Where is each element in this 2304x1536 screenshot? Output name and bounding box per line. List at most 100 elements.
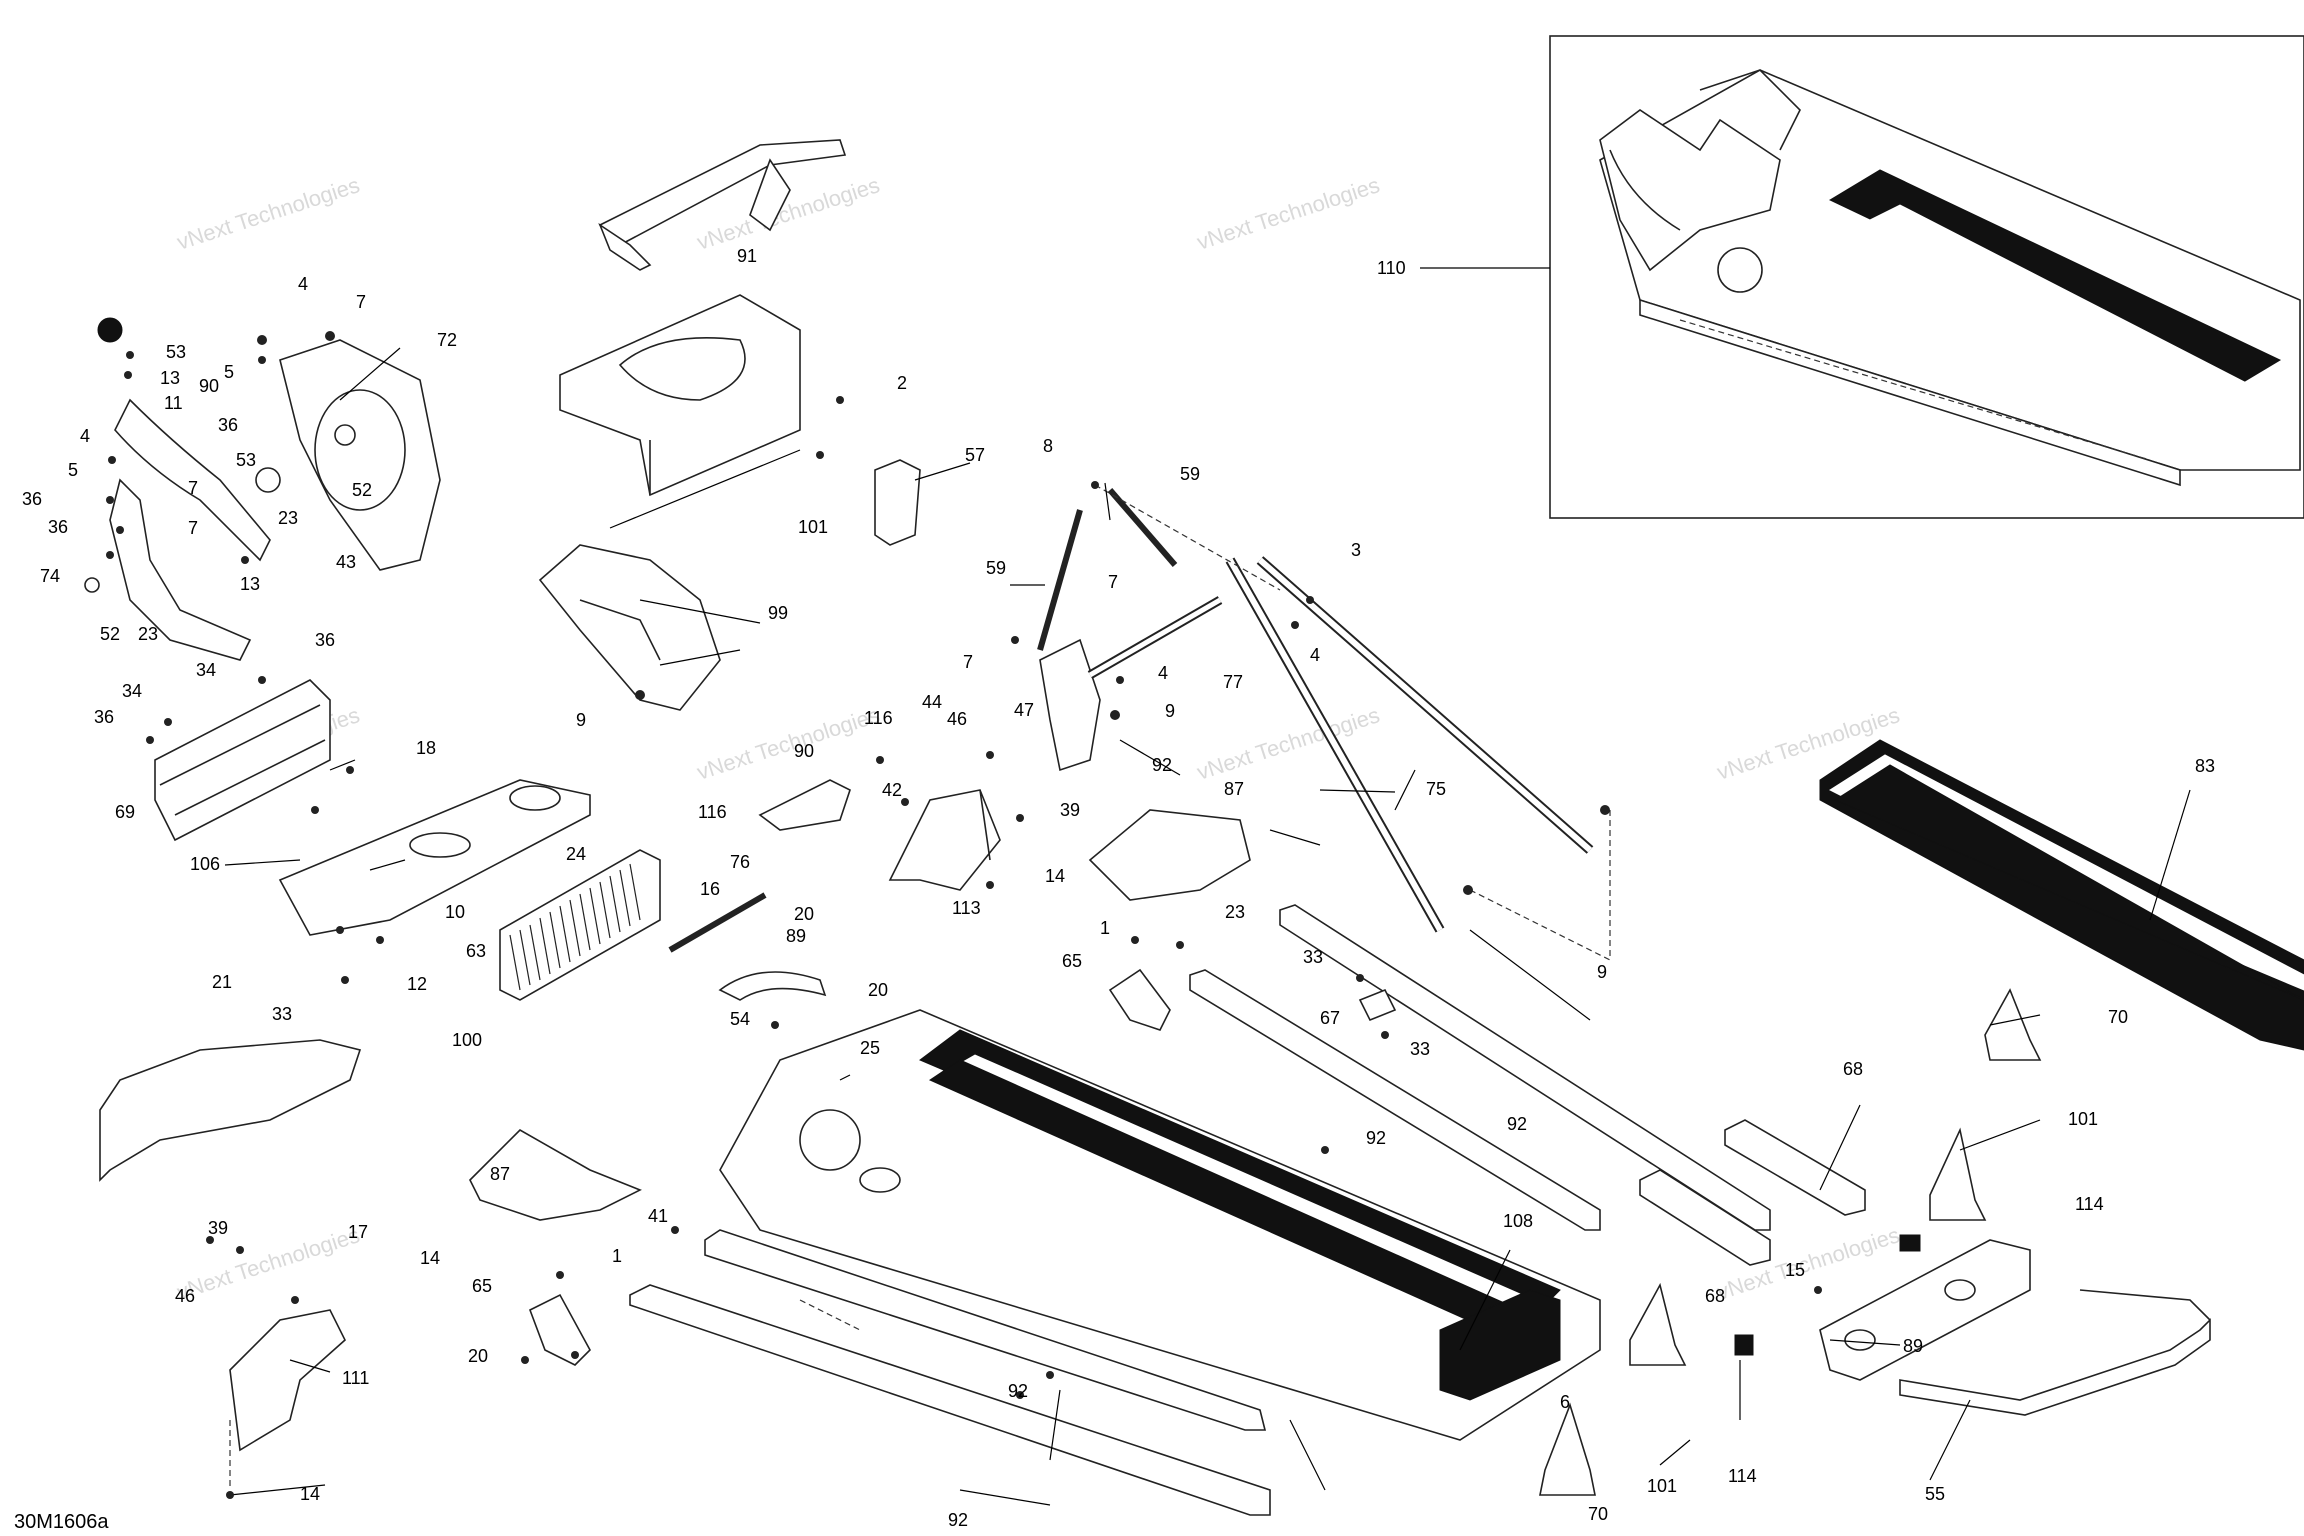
callout-14: 14 — [300, 1484, 320, 1504]
callout-5: 5 — [68, 460, 78, 480]
callout-63: 67 — [1320, 1008, 1340, 1028]
callout-21: 20 — [794, 904, 814, 924]
callout-7: 7 — [188, 478, 198, 498]
callout-52: 52 — [352, 480, 372, 500]
callout-14: 14 — [1045, 866, 1065, 886]
part-55-bumper — [1899, 1289, 2211, 1416]
callout-36: 34 — [196, 660, 216, 680]
callout-108: 111 — [342, 1368, 369, 1388]
callout-21: 20 — [868, 980, 888, 1000]
callout-5: 5 — [224, 362, 234, 382]
callout-7: 7 — [356, 292, 366, 312]
callout-56: 59 — [1180, 464, 1200, 484]
callout-94: 99 — [768, 603, 788, 623]
callout-23: 23 — [278, 508, 298, 528]
callout-77: 87 — [1224, 779, 1244, 799]
alignment-lines — [229, 484, 1611, 1490]
part-89-steering-support — [598, 139, 847, 271]
callout-92: 92 — [1366, 1128, 1386, 1148]
callout-39: 39 — [208, 1218, 228, 1238]
callout-9: 9 — [1165, 701, 1175, 721]
callout-111: 110 — [1377, 258, 1406, 278]
callout-83: 89 — [786, 926, 806, 946]
inset-front-frame — [1599, 109, 1781, 272]
diagram-code: 30M1606a — [14, 1511, 109, 1533]
callout-7: 7 — [963, 652, 973, 672]
callout-72: 70 — [1588, 1504, 1608, 1524]
callout-116: 116 — [864, 708, 893, 728]
callout-65: 68 — [1843, 1059, 1863, 1079]
callout-36: 34 — [122, 681, 142, 701]
part-70-tube — [1225, 556, 1594, 933]
callout-60: 65 — [1062, 951, 1082, 971]
callout-7: 7 — [188, 518, 198, 538]
callout-37: 36 — [48, 517, 68, 537]
callout-18: 18 — [416, 738, 436, 758]
part-65-rails — [1639, 1119, 1866, 1266]
callout-1: 1 — [612, 1246, 622, 1266]
callout-10: 10 — [445, 902, 465, 922]
part-60-brackets — [528, 968, 1171, 1366]
part-100-column-support — [559, 294, 801, 497]
callout-1: 1 — [1100, 918, 1110, 938]
callout-54: 54 — [730, 1009, 750, 1029]
callout-9: 9 — [576, 710, 586, 730]
part-67-angle-plate — [154, 679, 331, 842]
callout-74: 76 — [730, 852, 750, 872]
part-56-struts — [1037, 488, 1178, 651]
callout-24: 21 — [212, 972, 232, 992]
callout-34: 33 — [272, 1004, 292, 1024]
callout-4: 4 — [1310, 645, 1320, 665]
callout-53: 53 — [166, 342, 186, 362]
callout-69: 74 — [40, 566, 60, 586]
callout-60: 65 — [472, 1276, 492, 1296]
callout-labels: 110 91 4 7 72 53 13 5 90 11 36 4 53 5 7 … — [22, 246, 2215, 1530]
watermark: vNext Technologies — [174, 1222, 363, 1305]
part-83-guard — [718, 971, 827, 1001]
part-52-grommet — [84, 577, 100, 593]
callout-3: 3 — [1351, 540, 1361, 560]
part-101-brackets — [1629, 1127, 1987, 1366]
part-108-side-bracket — [229, 1309, 346, 1452]
callout-2: 2 — [897, 373, 907, 393]
callout-12: 12 — [407, 974, 427, 994]
leader-lines — [224, 347, 2191, 1506]
part-99-heat-exchanger — [499, 849, 661, 1001]
callout-41: 41 — [648, 1206, 668, 1226]
callout-20: 20 — [468, 1346, 488, 1366]
callout-92: 92 — [1507, 1114, 1527, 1134]
callout-59: 63 — [466, 941, 486, 961]
part-113-bracket — [888, 789, 1001, 891]
callout-113: 113 — [952, 898, 981, 918]
part-87-rear-bracket — [1819, 1239, 2031, 1381]
callout-34: 33 — [1410, 1039, 1430, 1059]
inset-assembly-111 — [1420, 35, 2304, 519]
callout-23: 23 — [1225, 902, 1245, 922]
callout-101: 101 — [2068, 1109, 2098, 1129]
callout-33: 25 — [860, 1038, 880, 1058]
callout-7: 7 — [1108, 572, 1118, 592]
fasteners — [106, 331, 1822, 1499]
callout-92: 92 — [948, 1510, 968, 1530]
part-69-loop-frame — [109, 478, 252, 661]
callout-13: 13 — [240, 574, 260, 594]
part-68-bulkhead — [279, 339, 441, 571]
callout-8: 8 — [1043, 436, 1053, 456]
callout-70: 75 — [1426, 779, 1446, 799]
callout-72: 70 — [2108, 1007, 2128, 1027]
watermark: vNext Technologies — [1194, 172, 1383, 255]
part-63-clip — [1358, 988, 1397, 1022]
part-91-bracket — [1039, 638, 1101, 772]
callout-14: 14 — [420, 1248, 440, 1268]
callout-46: 46 — [947, 709, 967, 729]
callout-52: 52 — [100, 624, 120, 644]
part-53-cap — [97, 317, 123, 343]
callout-114: 114 — [2075, 1194, 2104, 1214]
callout-56: 59 — [986, 558, 1006, 578]
callout-9: 9 — [1597, 962, 1607, 982]
part-88-clip — [758, 779, 851, 831]
part-74-rod — [668, 892, 767, 953]
callout-106: 106 — [190, 854, 220, 874]
part-106-base-plate — [278, 779, 591, 936]
